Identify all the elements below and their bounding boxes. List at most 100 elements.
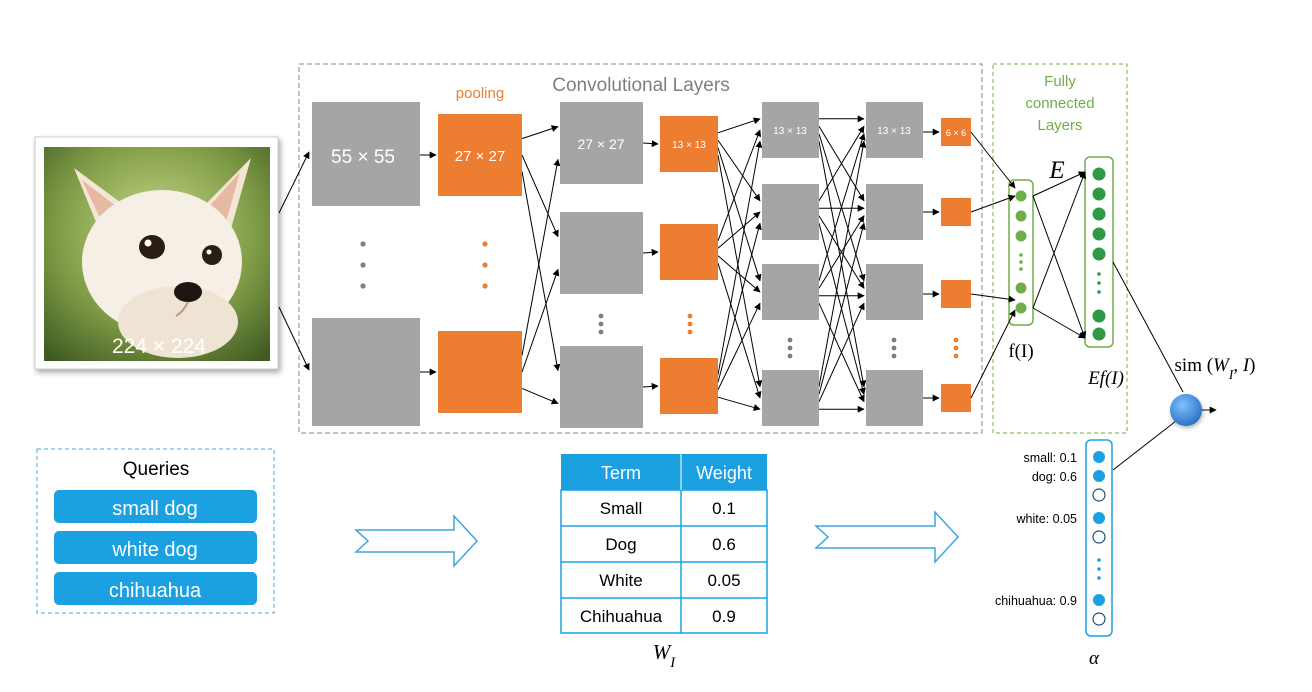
input-image: 224 × 224 bbox=[34, 136, 279, 370]
ellipsis-dot bbox=[787, 353, 793, 359]
weight-node bbox=[1093, 451, 1105, 463]
f-vector bbox=[1008, 179, 1034, 326]
feature-map bbox=[560, 346, 643, 428]
conv-column-5: 13 × 13 bbox=[762, 102, 819, 426]
feature-map-size-label: 55 × 55 bbox=[331, 147, 395, 168]
neuron bbox=[1092, 309, 1106, 323]
feature-map bbox=[312, 102, 420, 206]
ellipsis-dot bbox=[482, 283, 488, 289]
connection-arrow bbox=[717, 139, 761, 202]
empty-node bbox=[1092, 488, 1106, 502]
feature-map bbox=[762, 102, 819, 158]
conv-column-4: 13 × 13 bbox=[660, 116, 718, 414]
table-cell: Small bbox=[600, 499, 643, 518]
connection-arrow bbox=[717, 147, 762, 282]
weight-node bbox=[1093, 512, 1105, 524]
query-label: chihuahua bbox=[109, 580, 202, 602]
pooled-map bbox=[660, 224, 718, 280]
table-cell: 0.1 bbox=[712, 499, 736, 518]
connection-arrow bbox=[521, 171, 561, 372]
feature-map bbox=[762, 370, 819, 426]
query-label: small dog bbox=[112, 498, 198, 520]
neuron bbox=[1092, 227, 1106, 241]
alpha-caption: α bbox=[1089, 648, 1100, 669]
query-label: white dog bbox=[111, 539, 198, 561]
fc-layers-region: Fully connected Layers f(I) E Ef(I) bbox=[992, 63, 1128, 434]
ellipsis-dot bbox=[687, 321, 693, 327]
connection-arrow bbox=[818, 140, 867, 387]
ellipsis-dot bbox=[1097, 576, 1101, 580]
pooled-map bbox=[660, 358, 718, 414]
pooled-map bbox=[941, 198, 971, 226]
connection-arrow bbox=[717, 222, 762, 383]
input-arrows bbox=[278, 151, 310, 371]
feature-map bbox=[866, 264, 923, 320]
fc-title-line1: Fully bbox=[1044, 73, 1076, 90]
feature-map bbox=[762, 264, 819, 320]
conv-column-3: 27 × 27 bbox=[560, 102, 643, 428]
ellipsis-dot bbox=[787, 345, 793, 351]
query-item-white-dog[interactable]: white dog bbox=[54, 531, 257, 564]
alpha-label: dog: 0.6 bbox=[1032, 470, 1077, 484]
chihuahua-icon bbox=[74, 158, 251, 358]
feature-map bbox=[866, 102, 923, 158]
neuron bbox=[1015, 302, 1027, 314]
ellipsis-dot bbox=[360, 241, 366, 247]
feature-map bbox=[762, 184, 819, 240]
pooled-map bbox=[941, 118, 971, 146]
conv-layers-region: Convolutional Layers pooling bbox=[298, 63, 983, 434]
alpha-label: small: 0.1 bbox=[1024, 451, 1078, 465]
similarity-label: sim (WI, I) bbox=[1175, 355, 1256, 382]
connection-arrow bbox=[717, 140, 763, 375]
connection-arrow bbox=[818, 133, 866, 281]
empty-node bbox=[1092, 530, 1106, 544]
alpha-label: white: 0.05 bbox=[1016, 512, 1078, 526]
connection-arrow bbox=[642, 140, 659, 148]
query-item-chihuahua[interactable]: chihuahua bbox=[54, 572, 257, 605]
ellipsis-dot bbox=[598, 321, 604, 327]
feature-map-size-label: 13 × 13 bbox=[773, 126, 807, 137]
conv-column-1: 55 × 55 bbox=[312, 102, 420, 426]
ellipsis-dot bbox=[482, 241, 488, 247]
table-cell: Dog bbox=[605, 535, 636, 554]
ef-label: Ef(I) bbox=[1087, 368, 1124, 389]
neuron bbox=[1092, 167, 1106, 181]
table-header-row bbox=[561, 454, 767, 490]
pooled-map bbox=[941, 384, 971, 412]
e-matrix-label: E bbox=[1048, 157, 1064, 184]
pooled-map bbox=[438, 331, 522, 413]
ellipsis-dot bbox=[891, 353, 897, 359]
ellipsis-dot bbox=[1019, 260, 1023, 264]
connection-arrow bbox=[818, 125, 865, 202]
connection-arrow bbox=[717, 211, 761, 249]
conv-layers-title: Convolutional Layers bbox=[552, 75, 729, 96]
similarity-node: sim (WI, I) bbox=[1170, 355, 1255, 426]
ellipsis-dot bbox=[891, 337, 897, 343]
feature-map bbox=[866, 370, 923, 426]
connection-arrow bbox=[717, 255, 761, 293]
ellipsis-dot bbox=[360, 262, 366, 268]
neuron bbox=[1015, 190, 1027, 202]
feature-map bbox=[560, 102, 643, 184]
conv-connections bbox=[420, 115, 940, 413]
conv-column-2: 27 × 27 bbox=[438, 114, 522, 413]
column-header-weight: Weight bbox=[696, 463, 752, 483]
ellipsis-dot bbox=[1097, 281, 1101, 285]
neuron bbox=[1092, 207, 1106, 221]
connection-arrow bbox=[818, 222, 866, 395]
neuron bbox=[1092, 327, 1106, 341]
feature-map bbox=[560, 212, 643, 294]
ellipsis-dot bbox=[360, 283, 366, 289]
fc-connections bbox=[970, 131, 1217, 471]
feature-map-size-label: 13 × 13 bbox=[877, 126, 911, 137]
ellipsis-dot bbox=[598, 329, 604, 335]
fc-title-line3: Layers bbox=[1037, 117, 1082, 134]
connection-arrow bbox=[521, 154, 559, 238]
ellipsis-dot bbox=[953, 345, 959, 351]
empty-node bbox=[1092, 612, 1106, 626]
query-item-small-dog[interactable]: small dog bbox=[54, 490, 257, 523]
table-cell: 0.05 bbox=[707, 571, 740, 590]
connection-arrow bbox=[521, 158, 561, 356]
pooled-map bbox=[438, 114, 522, 196]
ellipsis-dot bbox=[953, 353, 959, 359]
